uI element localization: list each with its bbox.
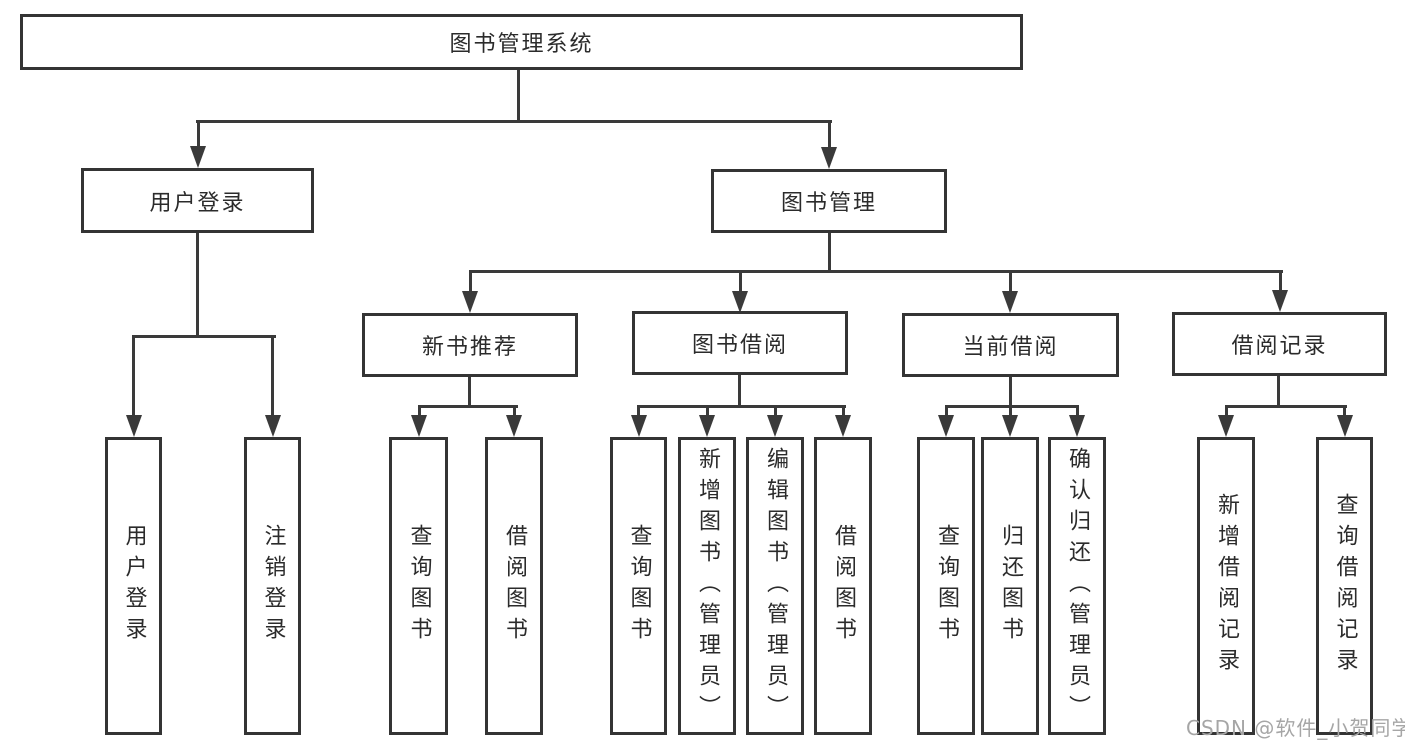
connector-vline xyxy=(637,405,640,415)
connector-vline xyxy=(1278,270,1282,290)
connector-vline xyxy=(271,335,274,415)
leaf-user-login: 用户登录 xyxy=(105,437,162,735)
arrow-down-icon xyxy=(767,415,783,437)
arrow-down-icon xyxy=(630,415,647,437)
node-new-book-recommend: 新书推荐 xyxy=(362,313,578,377)
connector-vline xyxy=(196,120,200,146)
node-book-borrow: 图书借阅 xyxy=(632,311,848,375)
node-library-management-system: 图书管理系统 xyxy=(20,14,1023,70)
arrow-down-icon xyxy=(1336,415,1353,437)
arrow-down-icon xyxy=(1272,290,1288,312)
arrow-down-icon xyxy=(1002,291,1018,313)
connector-vline xyxy=(1277,376,1280,408)
arrow-down-icon xyxy=(462,291,478,313)
node-borrow-record: 借阅记录 xyxy=(1172,312,1387,376)
node-current-borrow: 当前借阅 xyxy=(902,313,1119,377)
connector-vline xyxy=(773,405,777,415)
arrow-down-icon xyxy=(938,415,954,437)
leaf-borrow-add-book-admin: 新增图书（管理员） xyxy=(678,437,736,735)
connector-vline xyxy=(196,233,199,338)
connector-vline xyxy=(417,405,421,415)
leaf-record-query-borrow-record: 查询借阅记录 xyxy=(1316,437,1373,735)
connector-vline xyxy=(705,405,709,415)
arrow-down-icon xyxy=(699,415,715,437)
leaf-borrow-query-book: 查询图书 xyxy=(610,437,667,735)
connector-vline xyxy=(944,405,948,415)
leaf-recommend-borrow-book: 借阅图书 xyxy=(485,437,543,735)
arrow-down-icon xyxy=(190,146,206,168)
leaf-logout: 注销登录 xyxy=(244,437,301,735)
connector-hline xyxy=(417,405,518,408)
connector-vline xyxy=(1008,405,1012,415)
watermark: CSDN @软件_小贺同学 xyxy=(1186,716,1405,740)
arrow-down-icon xyxy=(821,147,837,169)
connector-hline xyxy=(196,120,832,123)
connector-vline xyxy=(1075,405,1079,415)
node-user-login-module: 用户登录 xyxy=(81,168,314,233)
connector-vline xyxy=(1008,377,1012,408)
arrow-down-icon xyxy=(125,415,142,437)
leaf-current-query-book: 查询图书 xyxy=(917,437,975,735)
connector-vline xyxy=(827,120,831,147)
connector-vline xyxy=(1008,270,1012,291)
connector-vline xyxy=(467,377,471,408)
arrow-down-icon xyxy=(732,291,748,313)
arrow-down-icon xyxy=(1069,415,1085,437)
connector-vline xyxy=(841,405,845,415)
connector-vline xyxy=(1224,405,1228,415)
arrow-down-icon xyxy=(411,415,427,437)
leaf-recommend-query-book: 查询图书 xyxy=(389,437,448,735)
leaf-current-confirm-return-admin: 确认归还（管理员） xyxy=(1048,437,1106,735)
arrow-down-icon xyxy=(1218,415,1234,437)
arrow-down-icon xyxy=(506,415,522,437)
connector-vline xyxy=(468,270,472,291)
connector-hline xyxy=(944,405,1079,408)
connector-hline xyxy=(637,405,846,408)
arrow-down-icon xyxy=(835,415,851,437)
leaf-borrow-borrow-book: 借阅图书 xyxy=(814,437,872,735)
connector-vline xyxy=(737,375,741,408)
connector-vline xyxy=(1343,405,1346,415)
connector-vline xyxy=(738,270,742,291)
arrow-down-icon xyxy=(264,415,281,437)
arrow-down-icon xyxy=(1002,415,1018,437)
leaf-current-return-book: 归还图书 xyxy=(981,437,1039,735)
leaf-record-add-borrow-record: 新增借阅记录 xyxy=(1197,437,1255,735)
connector-vline xyxy=(827,233,831,273)
connector-vline xyxy=(517,70,520,123)
connector-vline xyxy=(132,335,135,415)
node-book-management-module: 图书管理 xyxy=(711,169,947,233)
connector-hline xyxy=(1224,405,1347,408)
leaf-borrow-edit-book-admin: 编辑图书（管理员） xyxy=(746,437,804,735)
connector-hline xyxy=(132,335,276,338)
connector-vline xyxy=(512,405,516,415)
connector-hline xyxy=(468,270,1283,273)
